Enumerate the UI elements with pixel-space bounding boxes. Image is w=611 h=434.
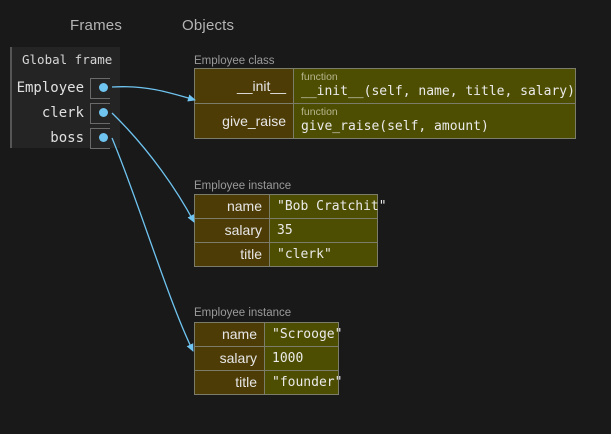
attribute-key: name — [194, 194, 270, 219]
arrow-boss-to-instance-2 — [111, 137, 194, 352]
table-row: salary 1000 — [194, 346, 339, 371]
attribute-key: __init__ — [194, 68, 294, 104]
attribute-value: function give_raise(self, amount) — [293, 103, 576, 139]
attribute-value: "clerk" — [269, 242, 378, 267]
table-row: salary 35 — [194, 218, 378, 243]
frame-variable-employee[interactable]: Employee — [12, 78, 120, 102]
object-label-employee-class: Employee class — [194, 55, 275, 67]
function-signature: give_raise(self, amount) — [301, 119, 489, 134]
frame-variable-label: boss — [50, 130, 84, 146]
table-row: name "Scrooge" — [194, 322, 342, 347]
pointer-dot-icon — [99, 108, 108, 117]
frame-variable-clerk[interactable]: clerk — [12, 103, 120, 127]
employee-instance-1-table: name "Bob Cratchit" salary 35 title "cle… — [194, 194, 387, 267]
pointer-dot-icon — [99, 133, 108, 142]
attribute-key: salary — [194, 346, 265, 371]
arrow-clerk-to-instance-1 — [111, 112, 195, 223]
pointer-dot-icon — [99, 83, 108, 92]
function-kind-label: function — [301, 71, 338, 83]
table-row: name "Bob Cratchit" — [194, 194, 387, 219]
arrow-employee-to-class — [111, 86, 196, 102]
attribute-value: 35 — [269, 218, 378, 243]
function-kind-label: function — [301, 106, 338, 118]
employee-class-table: __init__ function __init__(self, name, t… — [194, 68, 576, 139]
pointer-slot — [90, 128, 110, 149]
table-row: title "clerk" — [194, 242, 378, 267]
attribute-key: give_raise — [194, 103, 294, 139]
attribute-value: 1000 — [264, 346, 339, 371]
table-row: __init__ function __init__(self, name, t… — [194, 68, 576, 104]
object-label-employee-instance-2: Employee instance — [194, 307, 292, 319]
pointer-slot — [90, 78, 110, 99]
frame-variable-label: Employee — [16, 80, 84, 96]
attribute-value: function __init__(self, name, title, sal… — [293, 68, 576, 104]
frames-column-header: Frames — [70, 17, 123, 34]
employee-instance-2-table: name "Scrooge" salary 1000 title "founde… — [194, 322, 342, 395]
attribute-value: "Bob Cratchit" — [269, 194, 387, 219]
global-frame: Global frame Employee clerk boss — [10, 47, 120, 149]
attribute-key: name — [194, 322, 265, 347]
frame-variable-label: clerk — [41, 105, 84, 121]
table-row: title "founder" — [194, 370, 342, 395]
attribute-key: salary — [194, 218, 270, 243]
attribute-value: "Scrooge" — [264, 322, 342, 347]
global-frame-title: Global frame — [22, 52, 113, 67]
frame-variable-boss[interactable]: boss — [12, 128, 120, 152]
attribute-key: title — [194, 242, 270, 267]
objects-column-header: Objects — [182, 17, 235, 34]
object-label-employee-instance-1: Employee instance — [194, 180, 292, 192]
pointer-slot — [90, 103, 110, 124]
function-signature: __init__(self, name, title, salary) — [301, 84, 575, 99]
table-row: give_raise function give_raise(self, amo… — [194, 103, 576, 139]
attribute-value: "founder" — [264, 370, 342, 395]
attribute-key: title — [194, 370, 265, 395]
